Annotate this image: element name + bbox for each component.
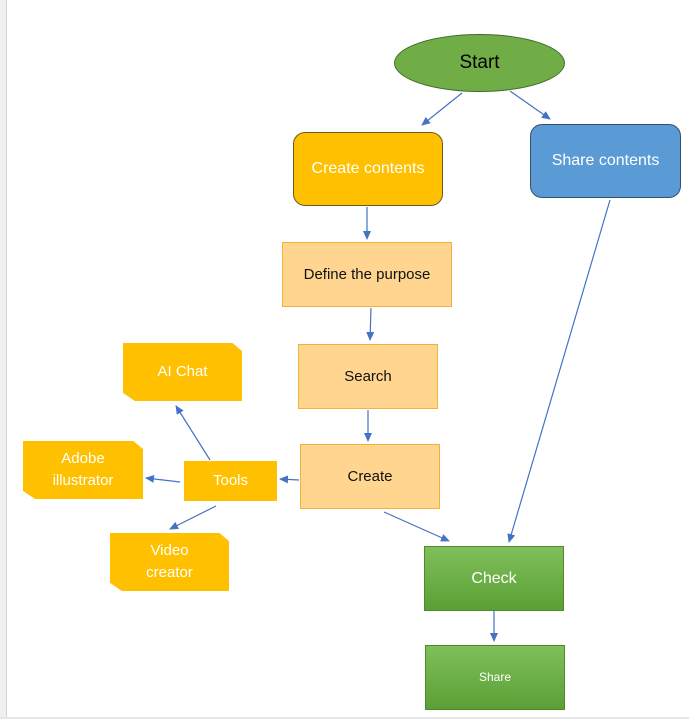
check-node[interactable]: Check [424, 546, 564, 611]
share-node[interactable]: Share [425, 645, 565, 710]
adobe-line1: Adobe [61, 450, 105, 468]
video-creator-node[interactable]: Video creator [110, 533, 229, 591]
start-node[interactable]: Start [394, 34, 565, 92]
arrow-define-to-search [366, 307, 375, 341]
create-contents-label: Create contents [311, 160, 425, 178]
search-node[interactable]: Search [298, 344, 438, 409]
tools-node[interactable]: Tools [184, 461, 277, 501]
adobe-illustrator-label: Adobe illustrator [53, 448, 114, 492]
arrow-create-to-check [383, 511, 450, 542]
video-creator-label: Video creator [146, 540, 193, 584]
check-label: Check [471, 569, 517, 587]
search-label: Search [344, 367, 392, 385]
ai-chat-label: AI Chat [157, 363, 208, 381]
define-purpose-node[interactable]: Define the purpose [282, 242, 452, 307]
create-label: Create [347, 467, 393, 485]
share-contents-node[interactable]: Share contents [530, 124, 681, 198]
page-bottom-edge [0, 717, 689, 719]
share-contents-label: Share contents [551, 152, 660, 170]
arrow-start-to-create-contents [421, 92, 463, 126]
arrow-share-contents-to-check [507, 199, 611, 543]
start-label: Start [459, 52, 500, 74]
create-node[interactable]: Create [300, 444, 440, 509]
arrow-tools-to-video [169, 505, 217, 530]
tools-label: Tools [212, 472, 249, 490]
arrow-create-to-tools [279, 475, 300, 484]
video-line1: Video [150, 542, 189, 560]
video-line2: creator [146, 564, 193, 581]
ai-chat-node[interactable]: AI Chat [123, 343, 242, 401]
define-purpose-label: Define the purpose [303, 265, 431, 283]
create-contents-node[interactable]: Create contents [293, 132, 443, 206]
adobe-line2: illustrator [52, 472, 114, 489]
page-left-edge [0, 0, 7, 719]
arrow-tools-to-adobe [145, 474, 181, 483]
arrow-tools-to-ai-chat [175, 405, 211, 461]
share-label: Share [478, 669, 512, 684]
arrow-start-to-share-contents [509, 90, 551, 120]
adobe-illustrator-node[interactable]: Adobe illustrator [23, 441, 143, 499]
